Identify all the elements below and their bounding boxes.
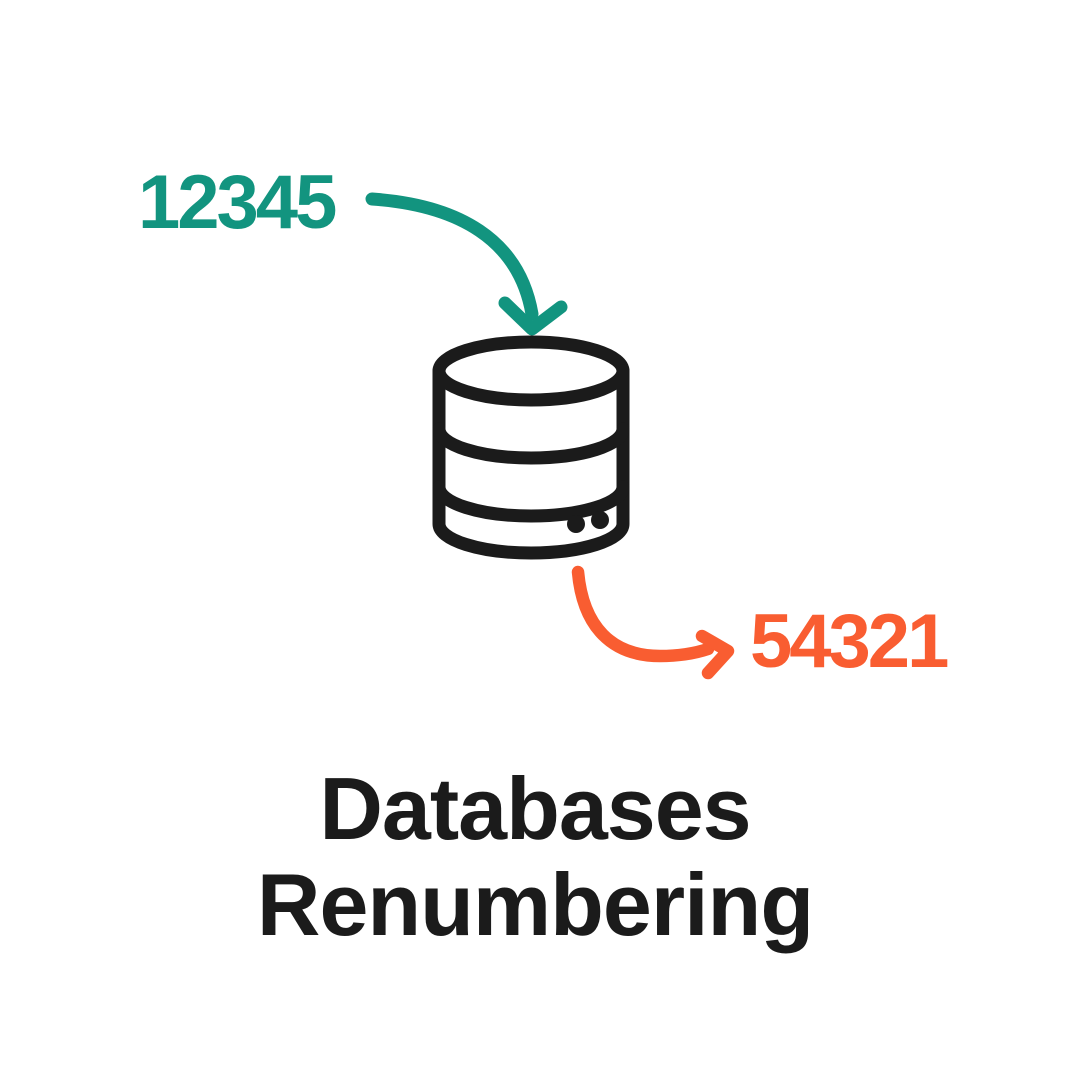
arrow-in-stem — [365, 192, 539, 321]
database-indicator-dot-2 — [591, 511, 609, 529]
database-indicator-dot-1 — [567, 515, 585, 533]
curved-arrow-right-icon — [571, 565, 735, 680]
curved-arrow-down-icon — [365, 192, 568, 336]
source-number: 12345 — [138, 160, 337, 245]
database-icon — [432, 335, 630, 560]
database-top-ellipse — [432, 335, 630, 407]
arrow-out-stem — [571, 565, 715, 663]
database-body — [432, 364, 630, 560]
arrow-in-head — [498, 296, 568, 336]
target-number: 54321 — [750, 599, 949, 684]
title-line-1: Databases — [319, 759, 751, 858]
arrow-out-head — [695, 629, 735, 680]
title-line-2: Renumbering — [256, 855, 814, 954]
page-title: Databases Renumbering — [0, 761, 1075, 953]
database-divider-2 — [432, 480, 630, 523]
database-divider-1 — [432, 422, 630, 465]
